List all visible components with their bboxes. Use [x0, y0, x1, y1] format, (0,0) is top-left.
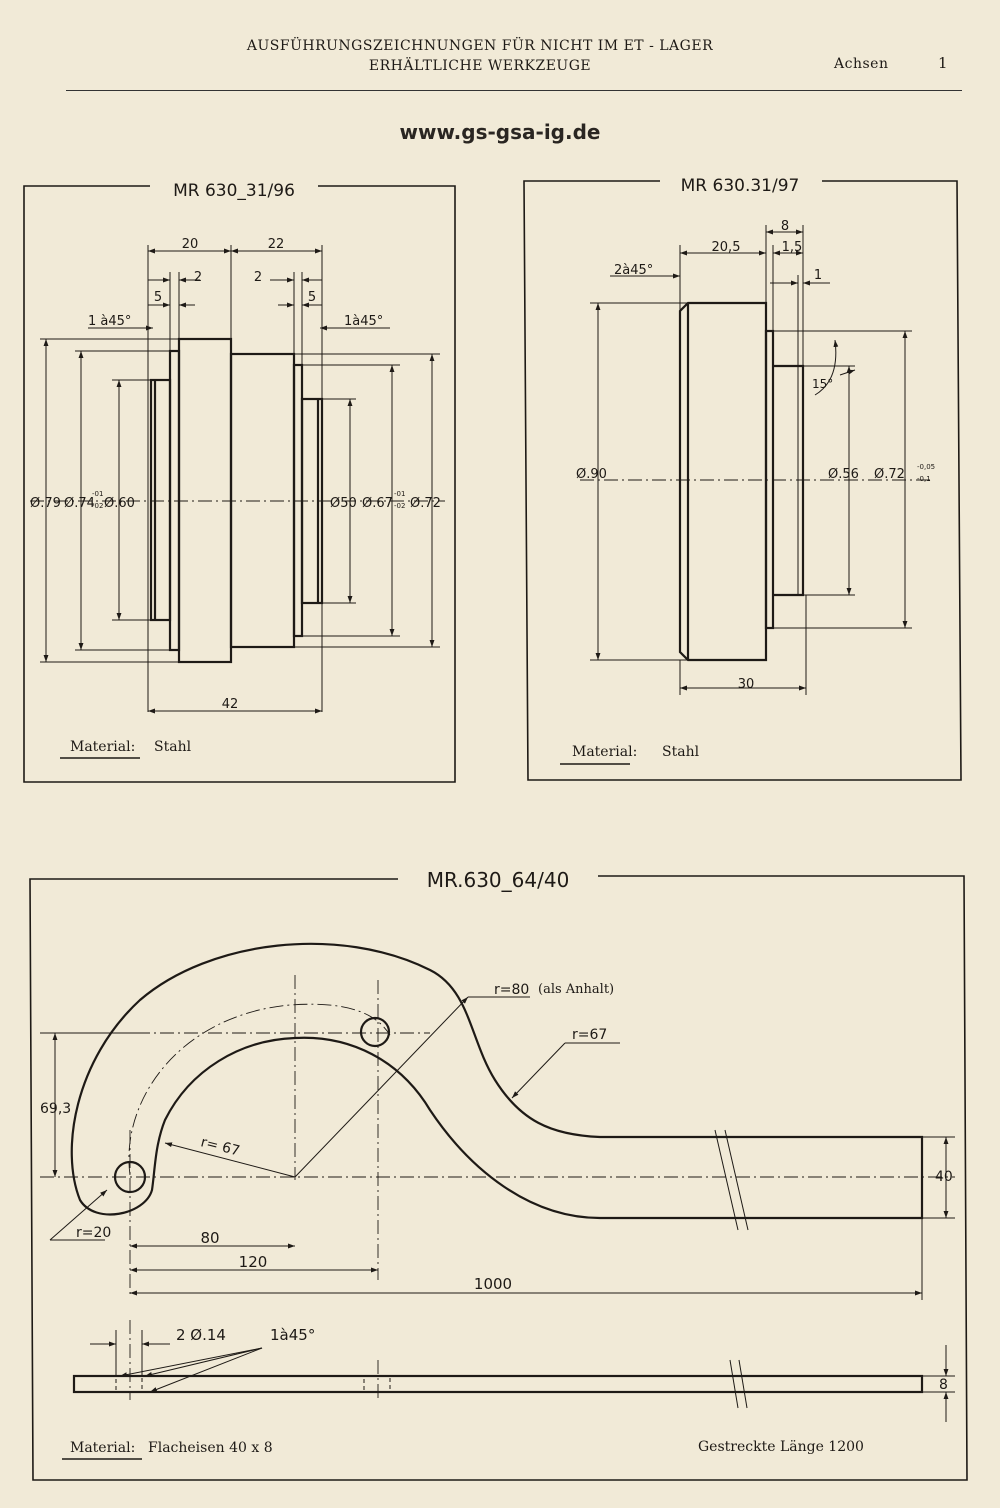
drawing-mr-630-31-97: MR 630.31/97	[523, 176, 962, 781]
drawing2-frame	[523, 180, 962, 781]
dim-20-5: 20,5	[712, 240, 741, 255]
dim-8: 8	[781, 219, 789, 234]
dim-30: 30	[738, 677, 755, 692]
drawing-mr-630-64-40: MR.630_64/40 r=80 (als Anhalt) r=67 r= 6…	[29, 868, 968, 1481]
header-title-line1: AUSFÜHRUNGSZEICHNUNGEN FÜR NICHT IM ET -…	[246, 38, 714, 54]
dim-80: 80	[200, 1229, 219, 1247]
drawing3-part	[40, 942, 955, 1295]
dim-22: 22	[268, 237, 285, 252]
dim-d72-tol-lower: -0,1	[917, 475, 931, 483]
dim-r80-note: (als Anhalt)	[538, 982, 614, 997]
dim-chamfer-left: 1 à45°	[88, 314, 131, 329]
dim-d67-tol-lower: -02	[394, 502, 405, 510]
dim-d79: Ø.79	[30, 496, 61, 511]
drawing3-material-value: Flacheisen 40 x 8	[148, 1440, 273, 1456]
header-title-line2: ERHÄLTLICHE WERKZEUGE	[368, 58, 592, 74]
drawing-mr-630-31-96: MR 630_31/96	[23, 181, 456, 783]
dim-2-left: 2	[194, 270, 202, 285]
dim-r20: r=20	[76, 1225, 111, 1241]
dim-8-thickness: 8	[939, 1377, 948, 1393]
dim-120: 120	[239, 1253, 268, 1271]
dim-r80: r=80	[494, 982, 529, 998]
drawing2-material-value: Stahl	[662, 744, 700, 760]
drawing1-title: MR 630_31/96	[173, 181, 295, 201]
dim-d67: Ø.67	[362, 496, 393, 511]
dim-5-right: 5	[308, 290, 316, 305]
dim-1: 1	[814, 268, 822, 283]
header-section: Achsen	[834, 56, 889, 72]
dim-40: 40	[935, 1169, 953, 1185]
drawing1-frame	[23, 185, 456, 783]
dim-angle-15: 15°	[812, 377, 833, 391]
dim-d74: Ø.74	[64, 496, 95, 511]
dim-d56: Ø.56	[828, 467, 859, 482]
drawing2-title: MR 630.31/97	[681, 176, 800, 196]
drawing1-part	[30, 337, 445, 664]
drawing3-title: MR.630_64/40	[427, 868, 570, 892]
dim-d60: Ø.60	[104, 496, 135, 511]
header-rule	[66, 90, 962, 91]
header-title: AUSFÜHRUNGSZEICHNUNGEN FÜR NICHT IM ET -…	[0, 36, 960, 76]
dim-5-left: 5	[154, 290, 162, 305]
stretched-length: Gestreckte Länge 1200	[698, 1439, 864, 1455]
dim-1-5: 1,5	[782, 240, 803, 255]
dim-d74-tol-lower: -02	[92, 502, 103, 510]
dim-chamfer-right: 1à45°	[344, 314, 383, 329]
dim-d50: Ø50	[330, 496, 357, 511]
dim-d72-tol-upper: -0,05	[917, 463, 935, 471]
dim-1000: 1000	[474, 1275, 512, 1293]
drawing3-side-view	[72, 1320, 924, 1409]
dim-holes: 2 Ø.14	[176, 1326, 226, 1344]
dim-chamfer: 2à45°	[614, 263, 653, 278]
dim-42: 42	[222, 697, 239, 712]
dim-2-right: 2	[254, 270, 262, 285]
dim-r67-inner: r= 67	[199, 1134, 241, 1159]
dim-chamfer: 1à45°	[270, 1326, 315, 1344]
drawing3-material-label: Material:	[70, 1440, 135, 1456]
drawing2-material-label: Material:	[572, 744, 637, 760]
drawing1-material-label: Material:	[70, 739, 135, 755]
dim-d74-tol-upper: -01	[92, 490, 103, 498]
drawing3-frame	[29, 875, 968, 1481]
dim-d90: Ø.90	[576, 467, 607, 482]
dim-d72: Ø.72	[874, 467, 905, 482]
website-url[interactable]: www.gs-gsa-ig.de	[399, 120, 601, 144]
dim-r67-outer: r=67	[572, 1027, 607, 1043]
dim-d72: Ø.72	[410, 496, 441, 511]
dim-69-3: 69,3	[40, 1101, 71, 1117]
dim-20: 20	[182, 237, 199, 252]
dim-d67-tol-upper: -01	[394, 490, 405, 498]
drawing1-material-value: Stahl	[154, 739, 192, 755]
page-number: 1	[938, 54, 949, 72]
